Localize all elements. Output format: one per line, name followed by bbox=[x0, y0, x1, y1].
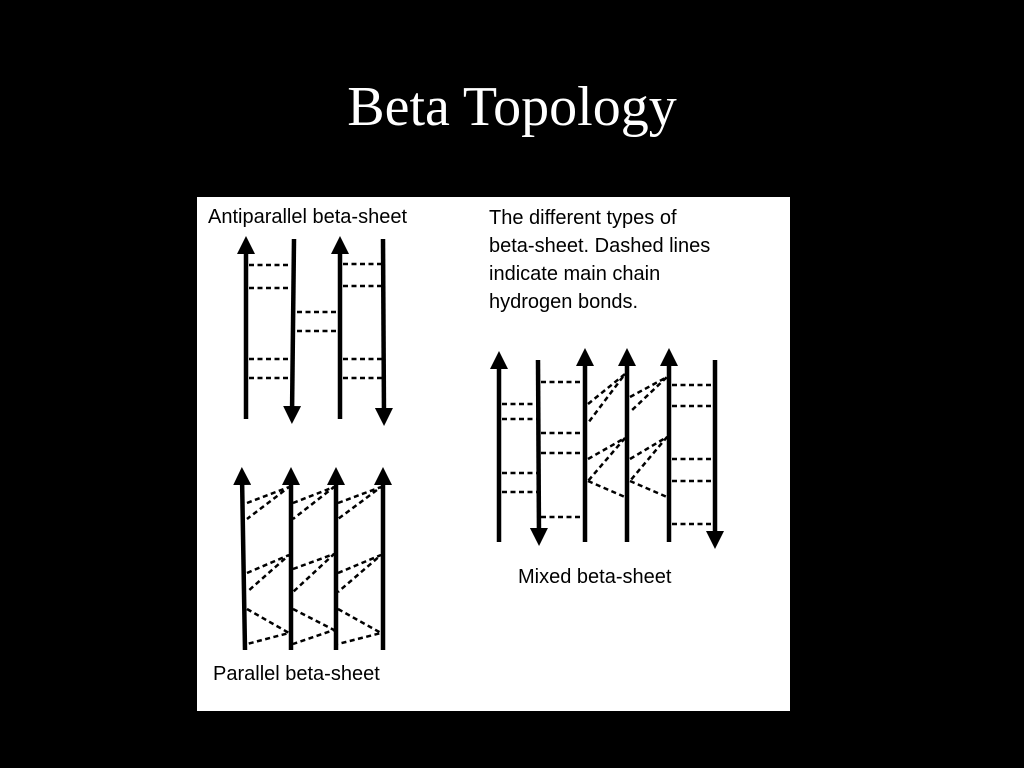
caption-line-3: indicate main chain bbox=[489, 263, 660, 285]
hbond-zigzag bbox=[292, 552, 335, 593]
parallel-sheet bbox=[233, 467, 392, 651]
caption-line-1: The different types of bbox=[489, 207, 677, 229]
strand-down-arrow bbox=[374, 238, 393, 426]
strand-down-arrow bbox=[283, 238, 302, 424]
caption-line-4: hydrogen bonds. bbox=[489, 291, 638, 313]
hbond-zigzag bbox=[337, 607, 385, 646]
hbond-zigzag bbox=[292, 485, 335, 520]
hbond-zigzag bbox=[337, 485, 382, 521]
hbond-zigzag bbox=[246, 553, 290, 593]
hbond-zigzag bbox=[629, 435, 668, 482]
antiparallel-sheet bbox=[237, 236, 393, 426]
antiparallel-label: Antiparallel beta-sheet bbox=[208, 206, 407, 228]
slide-title: Beta Topology bbox=[347, 76, 677, 138]
strand-up-arrow bbox=[233, 467, 252, 651]
hbond-zigzag bbox=[587, 373, 626, 424]
mixed-sheet bbox=[490, 348, 724, 549]
beta-sheet-figure: Antiparallel beta-sheet Parallel beta-sh… bbox=[197, 197, 790, 711]
hbond-zigzag bbox=[246, 607, 293, 646]
hbond-zigzag bbox=[629, 375, 668, 413]
hbond-zigzag bbox=[587, 436, 626, 482]
mixed-label: Mixed beta-sheet bbox=[518, 566, 672, 588]
hbond-zigzag bbox=[292, 607, 338, 646]
parallel-label: Parallel beta-sheet bbox=[213, 663, 380, 685]
caption: The different types of beta-sheet. Dashe… bbox=[489, 207, 710, 313]
hbond-zigzag bbox=[337, 553, 382, 593]
hbond-zigzag bbox=[246, 485, 290, 520]
caption-line-2: beta-sheet. Dashed lines bbox=[489, 235, 710, 257]
hbond-zigzag bbox=[629, 479, 668, 499]
hbond-zigzag bbox=[587, 479, 626, 499]
beta-sheet-diagram: Antiparallel beta-sheet Parallel beta-sh… bbox=[208, 206, 724, 685]
strand-down-arrow bbox=[529, 359, 548, 546]
